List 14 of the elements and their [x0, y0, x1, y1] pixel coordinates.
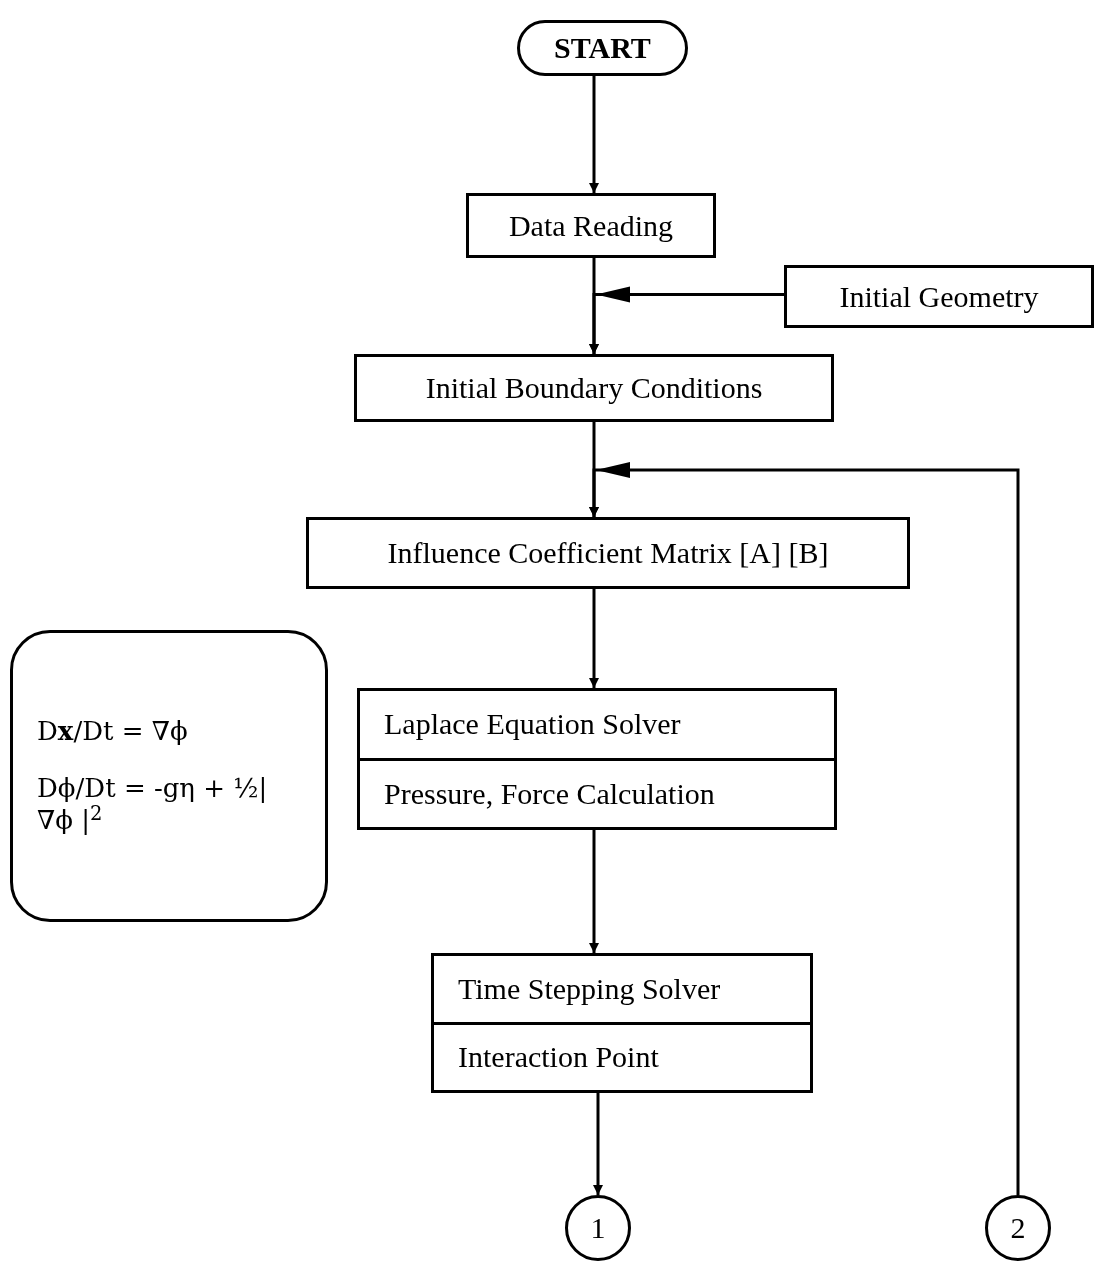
process-box: Initial Boundary Conditions	[354, 354, 834, 422]
process-box	[357, 688, 837, 830]
box-text: Pressure, Force Calculation	[384, 778, 715, 809]
box-text: Interaction Point	[458, 1042, 659, 1073]
input-box: Initial Geometry	[784, 265, 1094, 328]
box-text: Laplace Equation Solver	[384, 709, 681, 740]
process-box: Influence Coefficient Matrix [A] [B]	[306, 517, 910, 589]
equation-box	[10, 630, 328, 922]
box-text: Time Stepping Solver	[458, 973, 721, 1004]
terminal-box: START	[517, 20, 688, 76]
process-box: Data Reading	[466, 193, 716, 258]
process-box	[431, 953, 813, 1093]
equation: Dx/Dt = ∇ϕ	[37, 715, 189, 748]
equation: Dϕ/Dt = -gη + ½| ∇ϕ |$^{2}$	[37, 771, 269, 837]
